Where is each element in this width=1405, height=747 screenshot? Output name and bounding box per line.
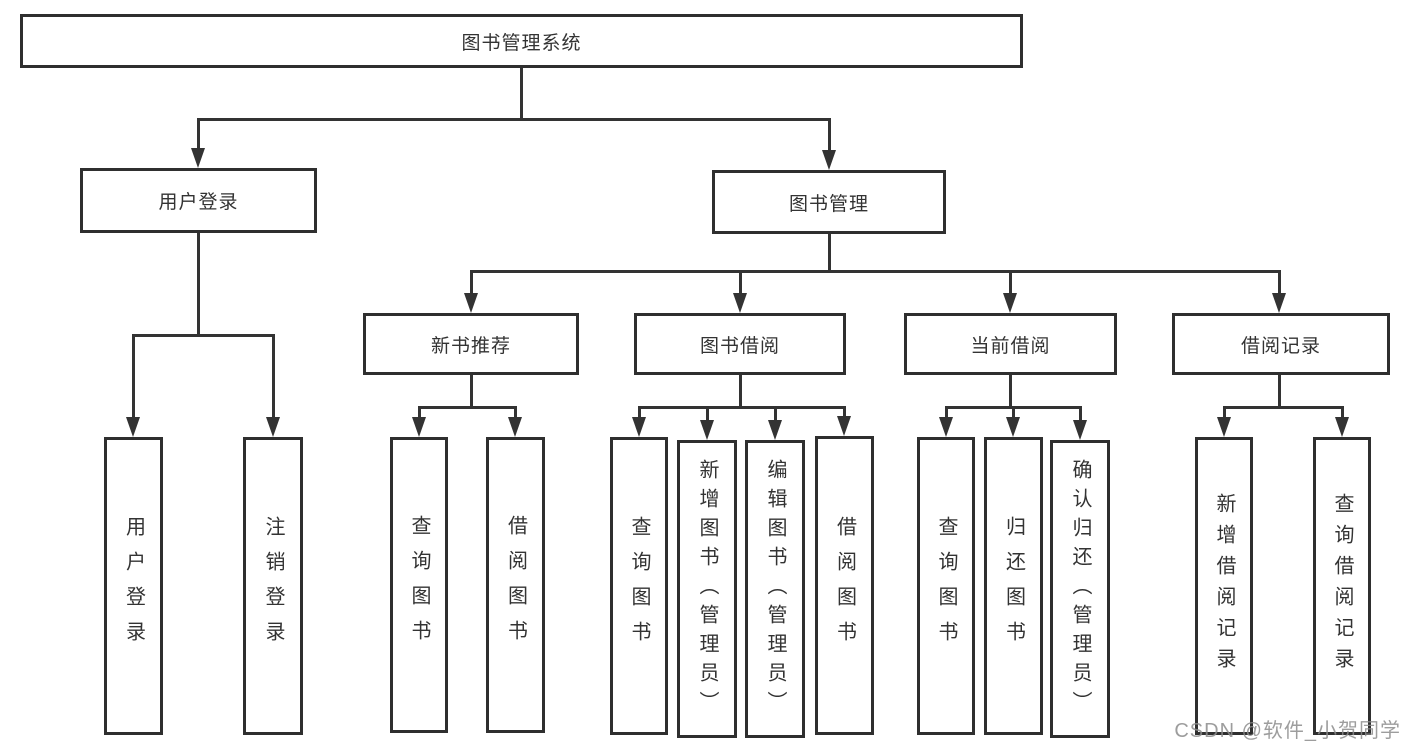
node-label: 图书管理 bbox=[788, 193, 869, 215]
connector-borrow-drop bbox=[739, 375, 742, 408]
connector-arrow-to-leaf-logout bbox=[271, 334, 275, 419]
node-label: 新增借阅记录 bbox=[1213, 493, 1235, 679]
arrowhead-icon bbox=[632, 417, 646, 437]
node-leaf-borrow-books-rec: 借阅图书 bbox=[486, 437, 545, 733]
connector-arrow-to-query-books-rec bbox=[417, 406, 421, 419]
arrowhead-icon bbox=[700, 420, 714, 440]
arrowhead-icon bbox=[508, 417, 522, 437]
node-label: 图书借阅 bbox=[699, 335, 780, 357]
connector-arrow-to-query-books-borrow bbox=[637, 406, 641, 419]
arrowhead-icon bbox=[464, 293, 478, 313]
arrowhead-icon bbox=[837, 416, 851, 436]
node-label: 新增图书（管理员） bbox=[696, 458, 718, 720]
node-label: 查询图书 bbox=[935, 516, 957, 656]
node-label: 当前借阅 bbox=[970, 335, 1051, 357]
node-label: 用户登录 bbox=[158, 192, 239, 213]
arrowhead-icon bbox=[1217, 417, 1231, 437]
node-label: 新书推荐 bbox=[430, 335, 511, 357]
node-label: 借阅记录 bbox=[1240, 335, 1321, 357]
node-current-borrowing: 当前借阅 bbox=[904, 313, 1117, 375]
connector-arrow-to-query-books-current bbox=[944, 406, 948, 419]
connector-current-drop bbox=[1009, 375, 1012, 408]
node-label: 图书管理系统 bbox=[461, 32, 582, 54]
node-borrowing-records: 借阅记录 bbox=[1172, 313, 1390, 375]
connector-root-drop bbox=[520, 68, 523, 120]
connector-user-rail bbox=[132, 334, 275, 337]
node-leaf-query-books-rec: 查询图书 bbox=[390, 437, 448, 733]
connector-borrow-rail bbox=[638, 406, 845, 409]
arrowhead-icon bbox=[266, 417, 280, 437]
node-book-management: 图书管理 bbox=[712, 170, 946, 234]
node-label: 查询借阅记录 bbox=[1331, 493, 1353, 679]
arrowhead-icon bbox=[412, 417, 426, 437]
connector-arrow-to-leaf-user-login bbox=[131, 334, 135, 419]
node-leaf-query-books-borrow: 查询图书 bbox=[610, 437, 668, 735]
node-label: 注销登录 bbox=[262, 516, 284, 656]
arrowhead-icon bbox=[1006, 417, 1020, 437]
node-new-book-recommend: 新书推荐 bbox=[363, 313, 579, 375]
node-leaf-add-books-admin: 新增图书（管理员） bbox=[677, 440, 737, 738]
connector-level2-rail bbox=[197, 118, 831, 121]
connector-rec-rail bbox=[418, 406, 517, 409]
arrowhead-icon bbox=[822, 150, 836, 170]
connector-arrow-to-book-borrowing bbox=[738, 270, 742, 295]
node-book-borrowing: 图书借阅 bbox=[634, 313, 846, 375]
connector-arrow-to-return-books bbox=[1011, 406, 1015, 419]
arrowhead-icon bbox=[733, 293, 747, 313]
node-label: 借阅图书 bbox=[504, 515, 527, 655]
node-leaf-user-login: 用户登录 bbox=[104, 437, 163, 735]
node-label: 确认归还（管理员） bbox=[1069, 458, 1091, 720]
node-leaf-logout: 注销登录 bbox=[243, 437, 303, 735]
arrowhead-icon bbox=[1272, 293, 1286, 313]
node-label: 查询图书 bbox=[408, 515, 430, 655]
connector-arrow-to-new-book-recommend bbox=[469, 270, 473, 295]
connector-arrow-to-borrow-books-rec bbox=[513, 406, 517, 419]
node-root: 图书管理系统 bbox=[20, 14, 1023, 68]
node-user-login: 用户登录 bbox=[80, 168, 317, 233]
connector-level3-rail bbox=[470, 270, 1281, 273]
arrowhead-icon bbox=[939, 417, 953, 437]
connector-arrow-to-borrowing-records bbox=[1277, 270, 1281, 295]
connector-arrow-to-edit-books-admin bbox=[773, 406, 777, 422]
node-leaf-return-books: 归还图书 bbox=[984, 437, 1043, 735]
node-label: 借阅图书 bbox=[833, 515, 856, 656]
connector-arrow-to-book-management bbox=[827, 118, 831, 152]
connector-arrow-to-query-borrow-record bbox=[1340, 406, 1344, 419]
arrowhead-icon bbox=[1003, 293, 1017, 313]
arrowhead-icon bbox=[768, 420, 782, 440]
watermark: CSDN @软件_小贺同学 bbox=[1174, 720, 1401, 742]
node-leaf-borrow-books-2: 借阅图书 bbox=[815, 436, 874, 735]
arrowhead-icon bbox=[126, 417, 140, 437]
node-leaf-query-books-current: 查询图书 bbox=[917, 437, 975, 735]
connector-arrow-to-add-borrow-record bbox=[1222, 406, 1226, 419]
connector-arrow-to-borrow-books-2 bbox=[842, 406, 846, 418]
connector-arrow-to-confirm-return-admin bbox=[1078, 406, 1082, 422]
node-leaf-add-borrow-record: 新增借阅记录 bbox=[1195, 437, 1253, 735]
arrowhead-icon bbox=[1335, 417, 1349, 437]
connector-arrow-to-user-login bbox=[196, 118, 200, 150]
node-leaf-edit-books-admin: 编辑图书（管理员） bbox=[745, 440, 805, 738]
arrowhead-icon bbox=[191, 148, 205, 168]
connector-records-drop bbox=[1278, 375, 1281, 408]
node-label: 查询图书 bbox=[628, 516, 650, 656]
connector-rec-drop bbox=[470, 375, 473, 408]
connector-records-rail bbox=[1223, 406, 1343, 409]
node-label: 编辑图书（管理员） bbox=[764, 458, 786, 720]
connector-arrow-to-current-borrowing bbox=[1008, 270, 1012, 295]
node-label: 归还图书 bbox=[1002, 516, 1025, 656]
connector-book-mgmt-drop bbox=[828, 234, 831, 272]
node-leaf-query-borrow-record: 查询借阅记录 bbox=[1313, 437, 1371, 735]
connector-user-login-drop bbox=[197, 233, 200, 336]
node-leaf-confirm-return-admin: 确认归还（管理员） bbox=[1050, 440, 1110, 738]
node-label: 用户登录 bbox=[122, 516, 145, 656]
arrowhead-icon bbox=[1073, 420, 1087, 440]
connector-arrow-to-add-books-admin bbox=[705, 406, 709, 422]
